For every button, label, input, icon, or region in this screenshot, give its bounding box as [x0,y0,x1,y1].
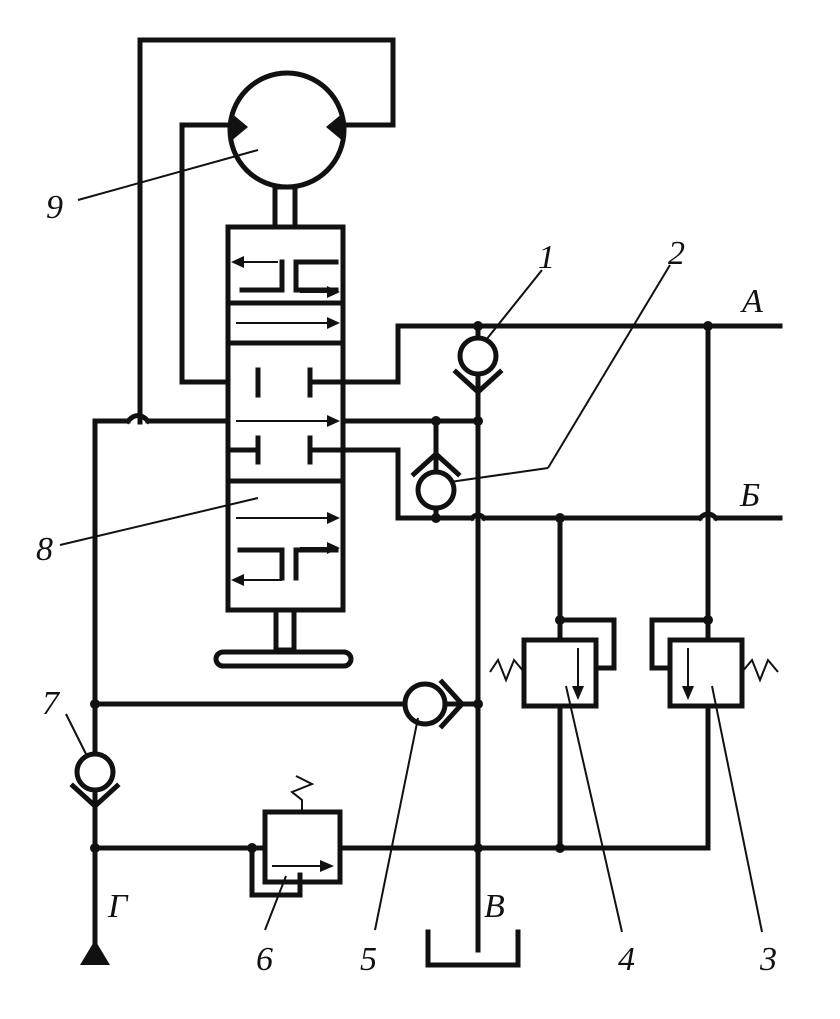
control-valve-8 [213,224,354,669]
label-9: 9 [46,189,63,226]
pressure-valve-6 [249,775,343,898]
label-line-b: Б [739,477,760,514]
label-line-v: В [484,888,505,925]
relief-valve-3 [649,617,779,709]
label-7: 7 [42,685,61,722]
label-line-a: А [740,283,763,320]
label-6: 6 [256,941,273,978]
label-8: 8 [36,531,53,568]
label-4: 4 [618,941,635,978]
motor-9 [137,37,396,425]
label-1: 1 [538,239,555,276]
diagram-labels: 1 2 3 4 5 6 7 8 9 А Б В Г [36,189,777,978]
check-valve-1 [452,335,504,396]
check-valve-5 [402,678,466,730]
check-valve-2 [410,450,462,511]
label-3: 3 [759,941,777,978]
leader-lines [59,149,763,933]
label-line-g: Г [107,888,129,925]
label-2: 2 [668,235,685,272]
label-5: 5 [360,941,377,978]
relief-valve-4 [489,617,617,709]
check-valve-7 [69,751,121,810]
junction-dots [90,321,713,853]
